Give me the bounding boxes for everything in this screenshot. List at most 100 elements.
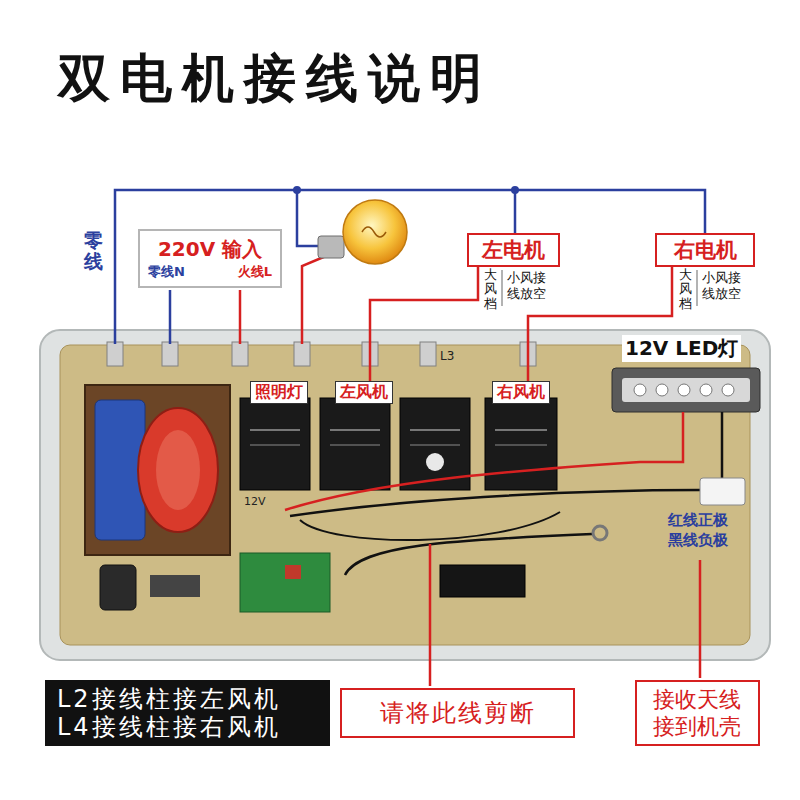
divider [501,270,503,306]
wire-connector [700,478,745,505]
bulb-filament [362,227,386,237]
node-text: L2接线柱接左风机 [57,685,281,713]
divider [696,270,698,306]
wire-joint [511,186,519,194]
label-holder: 黑线负极 [668,531,728,550]
relay-print [330,429,380,431]
terminal [294,342,310,366]
wire-color-note: 红线正极 [668,511,728,530]
label-holder: 红线正极 [668,511,728,530]
light-bulb [343,200,407,264]
wire-connector [370,267,478,381]
label-holder: L3 [440,349,454,363]
terminal-tag: 照明灯 [250,381,308,404]
relay-print [250,444,300,446]
transformer-frame [85,385,230,555]
led-red-wire [285,412,683,510]
title-holder: 双电机接线说明 [58,44,492,114]
leader-line [429,544,432,686]
terminal-note: 大风档 [484,268,497,311]
live-wire [239,290,242,344]
led-black-wire [721,412,724,478]
relay [320,398,390,490]
pcb [60,345,750,645]
relay-print [250,429,300,431]
label-holder: 大风档 [679,268,692,311]
node-text: 零线N [148,263,185,281]
node-text: 照明灯 [255,382,303,403]
terminal-tag: 左风机 [335,381,393,404]
capacitor [100,565,136,610]
led [656,384,668,396]
led-black-wire [290,490,700,516]
relay-print [410,429,460,431]
lamp-wire [302,256,326,344]
led [678,384,690,396]
antenna-ring [593,526,607,540]
relay [485,398,557,490]
ic-chip [440,565,525,597]
wire-joint [293,186,301,194]
node-text: 火线L [238,263,272,281]
regulator [150,575,200,597]
wire-color-note: 黑线负极 [668,531,728,550]
node-text: 右电机 [674,236,737,264]
text-row: 零线N 火线L [148,263,272,281]
label-holder: 12V [244,495,266,508]
leader-line [699,560,702,678]
note-box: L2接线柱接左风机L4接线柱接右风机 [45,680,330,746]
node-text: 220V 输入 [158,236,262,263]
neutral-input-wire [169,290,172,344]
bulb-socket [318,236,344,258]
label-holder: 12V LED灯 [622,335,741,362]
label-holder: 大风档 [484,268,497,311]
antenna-note-box: 接收天线 接到机壳 [635,680,760,746]
node-text: 左风机 [340,382,388,403]
led-lamp [612,368,760,412]
node-text: L4接线柱接右风机 [57,713,281,741]
receiver-module [240,553,330,612]
terminal [107,342,123,366]
terminal-note: 小风接线放空 [507,270,546,301]
node-text: 接收天线 接到机壳 [651,686,743,741]
relay-print [495,444,547,446]
motor-box: 右电机 [655,233,755,267]
led [634,384,646,396]
transformer-coil [156,430,200,510]
board-print: 12V [244,495,266,508]
label-holder: 小风接线放空 [507,270,546,301]
relay-print [410,444,460,446]
relay-print [495,429,547,431]
diagram-title: 双电机接线说明 [58,44,492,114]
relay-print [330,444,380,446]
node-text: 左电机 [482,236,545,264]
led [700,384,712,396]
module-part [285,565,301,579]
part-label: 12V LED灯 [622,335,741,362]
antenna-wire [345,534,592,575]
led-lens [622,378,750,402]
terminal-note: 小风接线放空 [702,270,741,301]
label-holder: 小风接线放空 [702,270,741,301]
warning-box: 请将此线剪断 [340,688,575,738]
board-print: L3 [440,349,454,363]
led [722,384,734,396]
node-text: 右风机 [497,382,545,403]
terminal [232,342,248,366]
neutral-wire [514,190,517,233]
terminal [420,342,436,366]
terminal-tag: 右风机 [492,381,550,404]
node-text: 请将此线剪断 [380,697,536,729]
relay [240,398,310,490]
power-input-box: 220V 输入零线N 火线L [138,229,282,288]
transformer-coil [138,408,218,532]
neutral-wire [297,190,320,246]
wire-connector [528,267,672,381]
wire-label: 零线 [84,230,103,272]
housing [40,330,770,660]
qc-sticker [426,453,444,471]
motor-box: 左电机 [467,233,560,267]
terminal [162,342,178,366]
neutral-wire [115,190,705,344]
